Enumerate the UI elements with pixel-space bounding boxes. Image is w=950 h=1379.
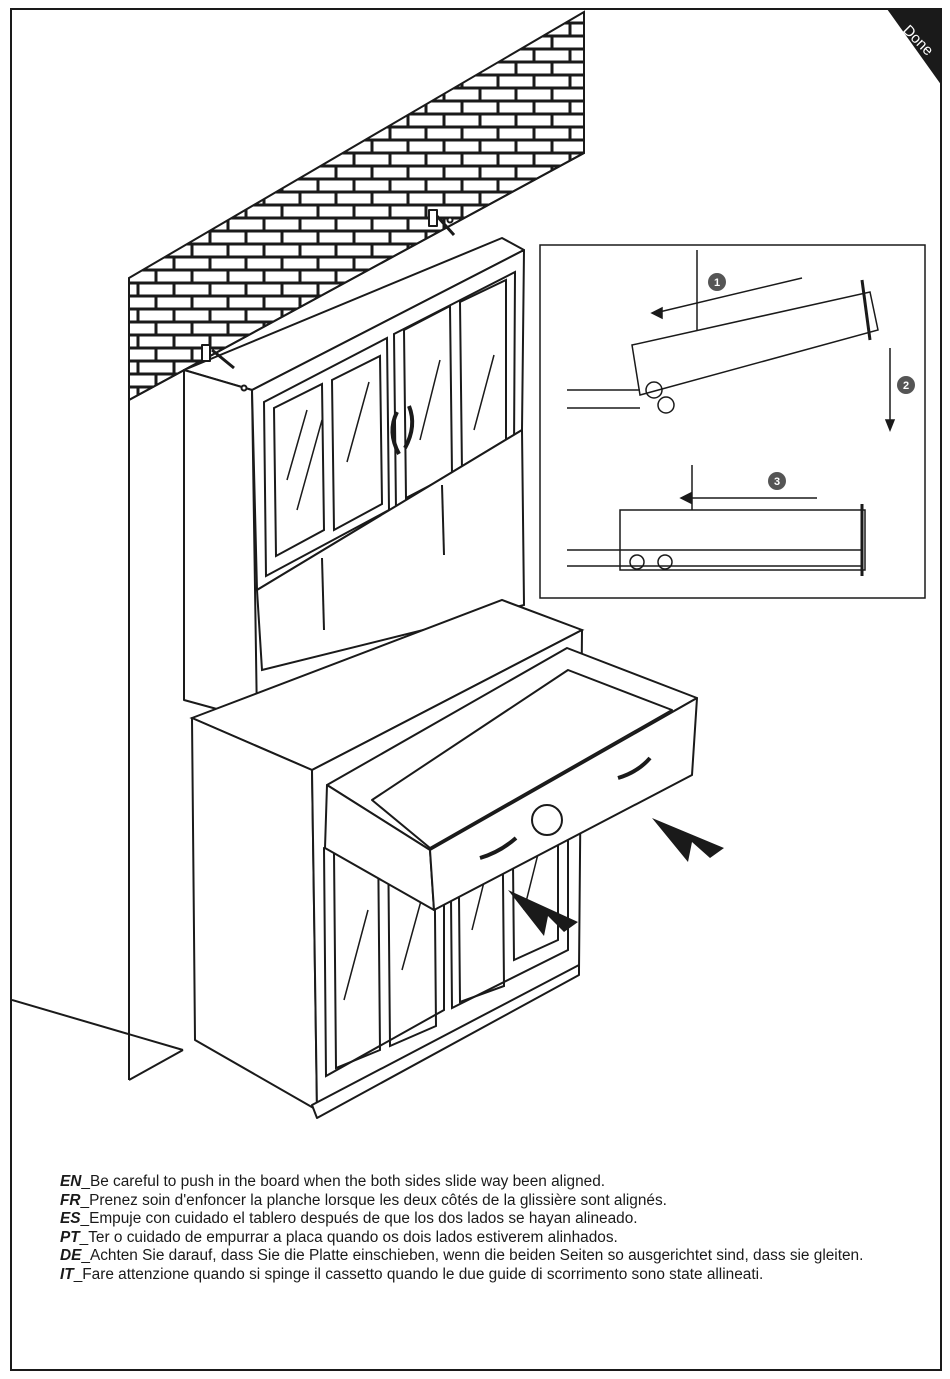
step-badges <box>708 273 915 490</box>
step-2-label: 2 <box>903 380 909 392</box>
step-3-label: 3 <box>774 476 780 488</box>
instruction-de: DE_Achten Sie darauf, dass Sie die Platt… <box>60 1247 864 1265</box>
assembly-illustration: 1 2 3 <box>12 10 940 1119</box>
instruction-es: ES_Empuje con cuidado el tablero después… <box>60 1210 638 1228</box>
instruction-it: IT_Fare attenzione quando si spinge il c… <box>60 1265 764 1283</box>
instruction-fr: FR_Prenez soin d'enfoncer la planche lor… <box>60 1191 667 1209</box>
done-corner-tab <box>887 10 940 84</box>
instruction-pt: PT_Ter o cuidado de empurrar a placa qua… <box>60 1228 618 1246</box>
page-frame: 1 2 3 Done EN_Be careful to push in the … <box>10 8 942 1371</box>
detail-inset: 1 2 3 <box>539 244 926 599</box>
step-1-label: 1 <box>714 277 720 289</box>
wall-surface <box>12 12 585 1081</box>
push-arrows <box>508 818 724 936</box>
drawer <box>324 647 698 911</box>
instruction-en: EN_Be careful to push in the board when … <box>60 1173 606 1190</box>
instructions-block: EN_Be careful to push in the board when … <box>60 1173 920 1285</box>
